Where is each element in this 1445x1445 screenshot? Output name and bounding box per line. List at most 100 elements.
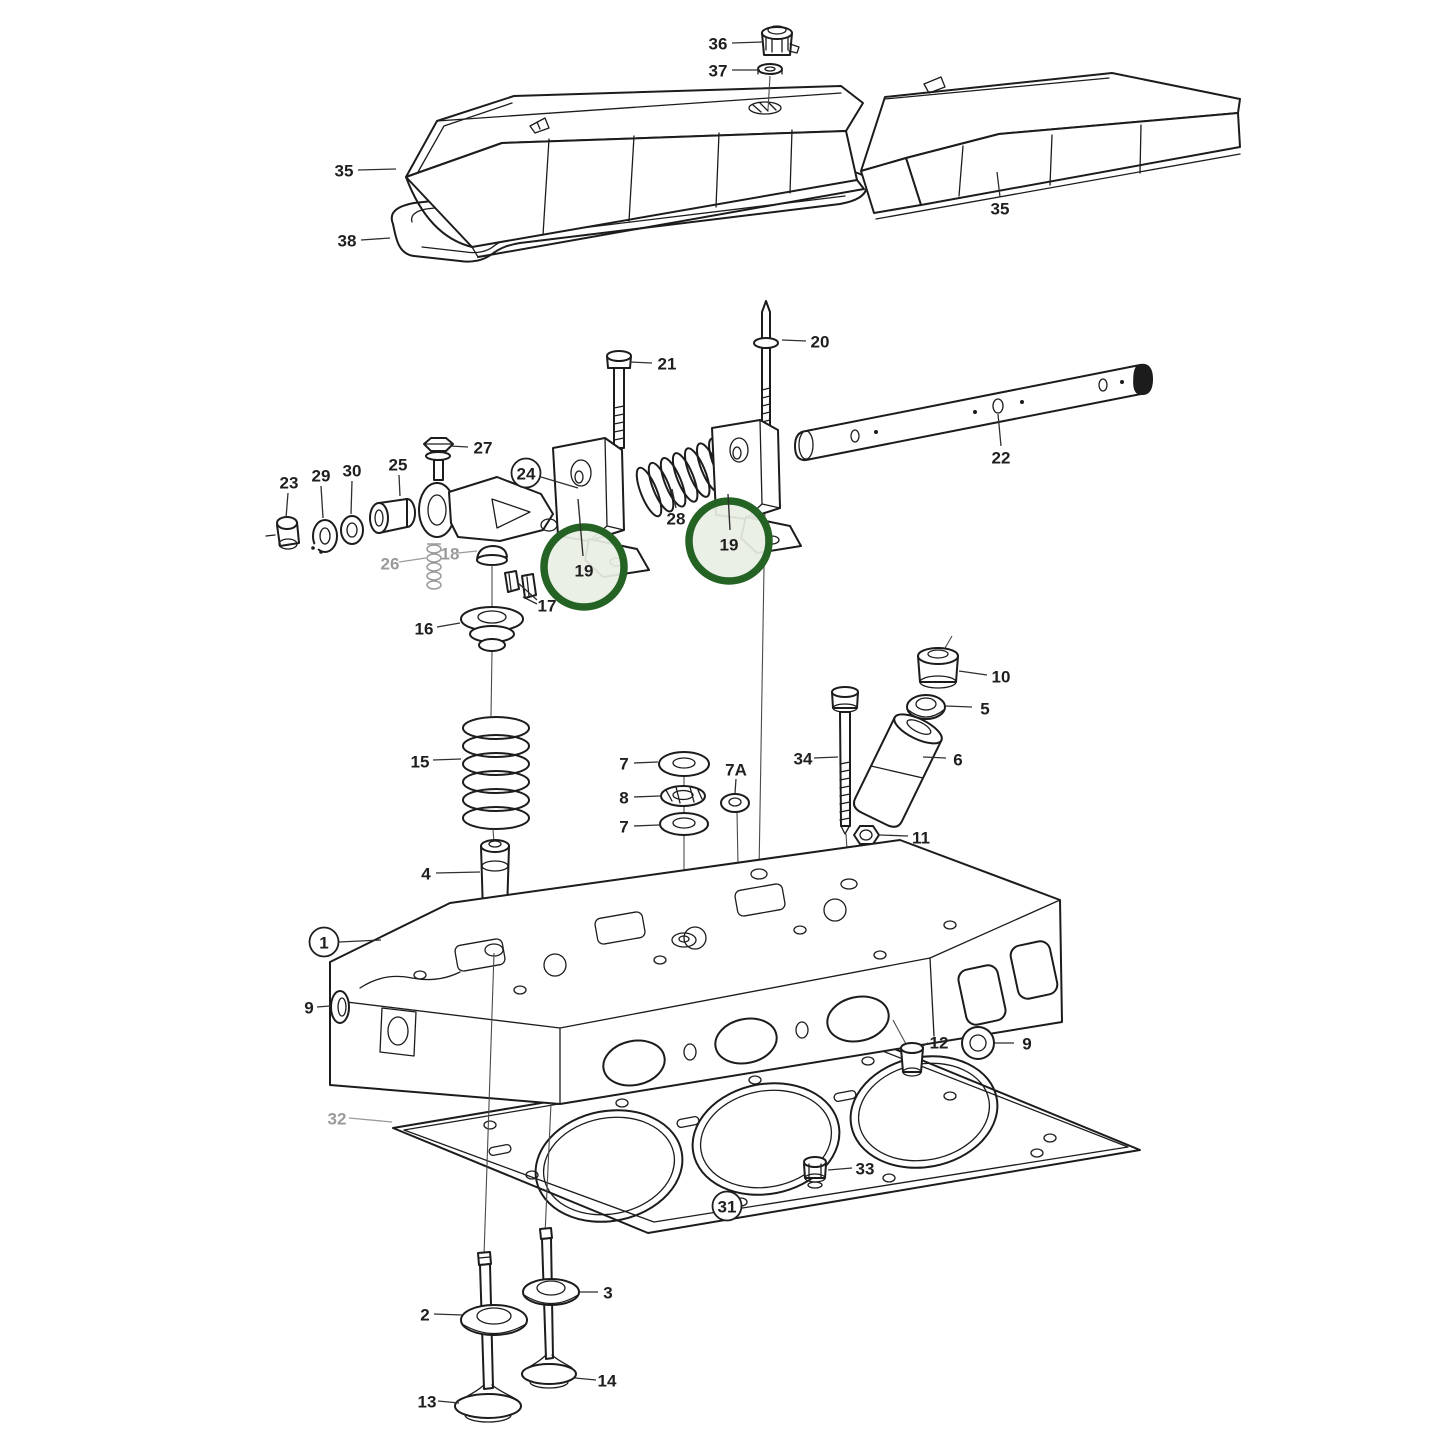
leader-line xyxy=(827,1167,853,1171)
lock-ring xyxy=(310,519,338,554)
part-number-label: 8 xyxy=(619,789,628,808)
highlight-leader-line xyxy=(577,498,584,557)
callout-5: 5 xyxy=(945,700,990,719)
callout-32: 32 xyxy=(328,1110,393,1129)
adjuster-spring xyxy=(426,543,442,590)
leader-line xyxy=(540,476,579,489)
valve-cover-left xyxy=(405,85,865,258)
part-number-label: 3 xyxy=(603,1284,612,1303)
valve-stem-seal-exhaust xyxy=(522,1278,580,1306)
valve-intake xyxy=(454,1251,522,1423)
callout-23: 23 xyxy=(280,474,298,519)
part-number-label: 38 xyxy=(338,232,357,251)
cap-seal-washer xyxy=(757,63,783,75)
cylinder-head xyxy=(329,839,1063,1105)
head-side-ports xyxy=(957,940,1059,1026)
callout-1: 1 xyxy=(308,926,382,958)
callout-24: 24 xyxy=(510,457,579,489)
part-number-label: 34 xyxy=(794,750,813,769)
leader-line xyxy=(320,485,324,519)
valve-cap xyxy=(476,545,508,566)
part-number-label: 2 xyxy=(420,1306,429,1325)
part-number-label: 18 xyxy=(441,545,460,564)
callout-16: 16 xyxy=(415,620,461,639)
leader-line xyxy=(629,361,653,364)
leader-line xyxy=(997,413,1002,447)
valve-spring xyxy=(462,716,530,844)
sealing-washers xyxy=(658,751,710,938)
part-number-label: 15 xyxy=(411,753,430,772)
part-number-label: 7 xyxy=(619,755,628,774)
callout-9: 9 xyxy=(304,999,331,1018)
callout-10: 10 xyxy=(958,668,1010,687)
part-number-label: 17 xyxy=(538,597,557,616)
leader-line xyxy=(357,168,397,171)
part-number-label: 36 xyxy=(709,35,728,54)
leader-line xyxy=(945,705,973,708)
callout-31: 31 xyxy=(711,1190,743,1222)
part-number-label: 32 xyxy=(328,1110,347,1129)
part-number-label: 7A xyxy=(725,761,747,780)
rocker-shaft xyxy=(794,363,1153,462)
callout-36: 36 xyxy=(709,35,764,54)
callout-circle xyxy=(510,457,542,489)
part-number-label: 4 xyxy=(421,865,431,884)
leader-line xyxy=(633,795,661,798)
leader-line xyxy=(922,756,947,759)
leader-line xyxy=(516,581,538,601)
part-number-label: 14 xyxy=(598,1372,617,1391)
callout-30: 30 xyxy=(343,462,361,515)
engine-cylinder-head-drawing xyxy=(265,25,1241,1423)
callout-25: 25 xyxy=(389,456,407,497)
core-plug-right xyxy=(961,1026,995,1060)
leader-line xyxy=(449,445,469,448)
valve-stem-seal xyxy=(906,694,946,729)
part-number-label: 13 xyxy=(418,1393,437,1412)
highlight-leader-line xyxy=(727,493,731,531)
part-number-label: 19 xyxy=(720,536,739,555)
callout-34: 34 xyxy=(794,750,839,769)
callout-18: 18 xyxy=(441,545,478,564)
leader-line xyxy=(437,1400,460,1404)
part-number-label: 35 xyxy=(335,162,354,181)
rocker-arm xyxy=(418,437,558,542)
part-number-label: 24 xyxy=(517,465,536,484)
part-number-label: 9 xyxy=(304,999,313,1018)
gasket-nut xyxy=(803,1156,827,1189)
leader-line xyxy=(338,939,382,943)
core-plug-left xyxy=(330,990,350,1024)
leader-line xyxy=(781,339,807,342)
part-number-label: 9 xyxy=(1022,1035,1031,1054)
leader-line xyxy=(285,492,289,519)
small-plug xyxy=(892,1019,924,1077)
callout-11: 11 xyxy=(879,829,930,848)
callout-8: 8 xyxy=(619,789,661,808)
leader-line xyxy=(734,778,737,794)
callout-3: 3 xyxy=(580,1284,613,1303)
part-number-label: 26 xyxy=(381,555,400,574)
part-number-label: 19 xyxy=(575,562,594,581)
leader-line xyxy=(574,1377,597,1381)
part-number-label: 27 xyxy=(474,439,493,458)
leader-line xyxy=(436,622,461,628)
rocker-bushing xyxy=(369,498,416,534)
callout-21: 21 xyxy=(629,355,676,374)
leader-line xyxy=(996,171,1001,198)
callout-28: 28 xyxy=(667,488,686,529)
spring-retainer xyxy=(460,565,524,717)
part-number-label: 33 xyxy=(856,1160,875,1179)
head-gasket xyxy=(392,1044,1141,1234)
leader-line xyxy=(633,824,660,827)
callout-20: 20 xyxy=(781,333,829,352)
part-number-label: 7 xyxy=(619,818,628,837)
callout-26: 26 xyxy=(381,555,427,574)
valve-keys xyxy=(504,570,537,599)
callout-circle xyxy=(308,926,340,958)
callout-14: 14 xyxy=(574,1372,617,1391)
cover-emblem xyxy=(923,76,946,94)
part-number-label: 28 xyxy=(667,510,686,529)
callout-circle xyxy=(711,1190,743,1222)
callout-38: 38 xyxy=(338,232,391,251)
